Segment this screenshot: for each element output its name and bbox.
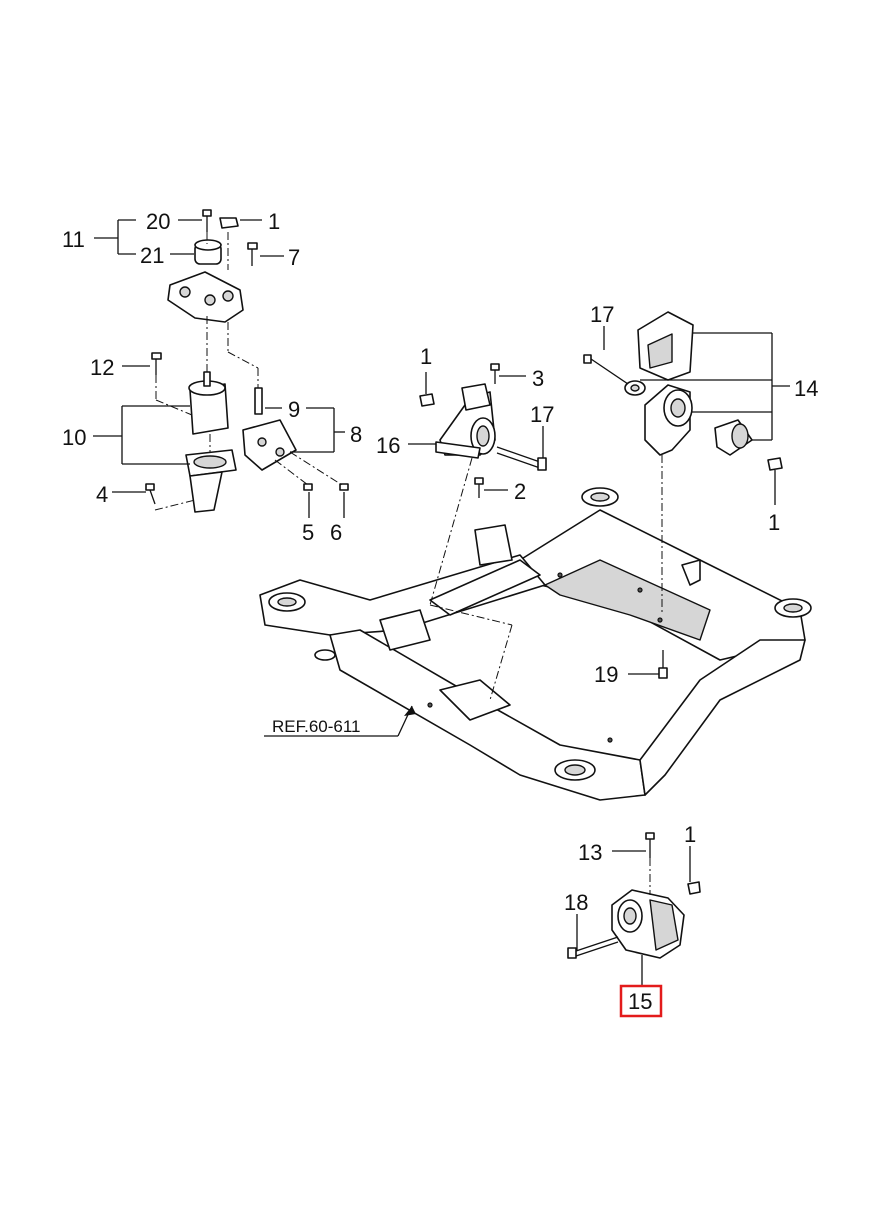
callout-5: 5 (302, 520, 314, 545)
lower-mount-assembly (567, 832, 701, 959)
center-mount-assembly (419, 363, 547, 701)
callout-1-center: 1 (420, 344, 432, 369)
callout-3: 3 (532, 366, 544, 391)
callout-17-right: 17 (590, 302, 614, 327)
right-mount-assembly (583, 311, 783, 612)
callout-10: 10 (62, 425, 86, 450)
left-mount-assembly (145, 209, 349, 513)
highlight-box (619, 984, 663, 1018)
callout-2: 2 (514, 479, 526, 504)
callout-14: 14 (794, 376, 818, 401)
callout-16: 16 (376, 433, 400, 458)
callout-18: 18 (564, 890, 588, 915)
callout-6: 6 (330, 520, 342, 545)
callout-15: 15 (628, 989, 652, 1014)
callout-12: 12 (90, 355, 114, 380)
callout-8: 8 (350, 422, 362, 447)
callout-21: 21 (140, 243, 164, 268)
callout-13: 13 (578, 840, 602, 865)
callout-1-top-left: 1 (268, 209, 280, 234)
reference-label: REF.60-611 (272, 717, 361, 736)
highlighted-part-15[interactable]: 15 (619, 984, 663, 1018)
callout-19: 19 (594, 662, 618, 687)
callout-11: 11 (62, 227, 85, 252)
callout-7: 7 (288, 245, 300, 270)
callout-1-right: 1 (768, 510, 780, 535)
callout-1-bottom: 1 (684, 822, 696, 847)
callout-17-center: 17 (530, 402, 554, 427)
front-subframe (259, 487, 812, 801)
callout-9: 9 (288, 397, 300, 422)
callout-20: 20 (146, 209, 170, 234)
leader-lines (93, 219, 790, 986)
bolt-19 (658, 650, 668, 679)
callout-4: 4 (96, 482, 108, 507)
